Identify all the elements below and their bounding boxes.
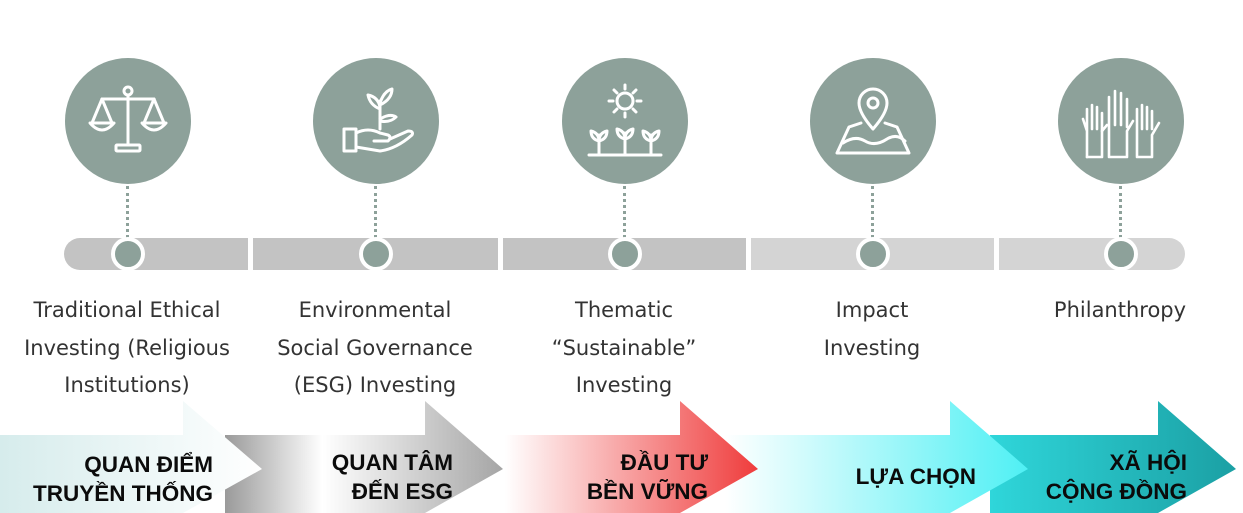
arrow-shape-5 xyxy=(990,401,1236,513)
stage-3-icon-circle xyxy=(562,58,688,184)
sun-plants-icon xyxy=(587,83,663,157)
raised-hands-icon xyxy=(1081,89,1161,159)
arrow-4-text: LỰA CHỌN xyxy=(855,464,976,489)
arrow-band xyxy=(0,401,1236,513)
arrow-shape-2 xyxy=(225,401,503,513)
timeline-bar-segment-1 xyxy=(64,238,248,270)
timeline-node-4 xyxy=(856,237,890,271)
connector-4 xyxy=(871,186,874,238)
stage-5-label: Philanthropy xyxy=(1053,298,1187,322)
scales-icon xyxy=(88,85,168,153)
timeline-node-1 xyxy=(111,237,145,271)
hand-sprout-icon xyxy=(342,87,414,153)
arrow-5-text: XÃ HỘI CỘNG ĐỒNG xyxy=(1045,450,1187,504)
stage-4-label: Impact Investing xyxy=(823,298,921,360)
connector-5 xyxy=(1119,186,1122,238)
timeline-node-2 xyxy=(359,237,393,271)
stage-4-icon-circle xyxy=(810,58,936,184)
arrow-shape-3 xyxy=(505,401,758,513)
connector-1 xyxy=(126,186,129,238)
arrow-shape-4 xyxy=(725,401,1028,513)
timeline-bar-segment-5 xyxy=(999,238,1185,270)
arrow-shape-1 xyxy=(0,401,262,513)
map-pin-icon xyxy=(835,87,911,155)
arrow-1-text: QUAN ĐIỂM TRUYỀN THỐNG xyxy=(33,452,213,506)
arrow-2-text: QUAN TÂM ĐẾN ESG xyxy=(331,450,453,504)
timeline-node-3 xyxy=(608,237,642,271)
stage-5-icon-circle xyxy=(1058,58,1184,184)
arrow-3-text: ĐẦU TƯ BỀN VỮNG xyxy=(586,450,708,504)
stage-2-label: Environmental Social Governance (ESG) In… xyxy=(277,298,473,397)
stage-3-label: Thematic “Sustainable” Investing xyxy=(551,298,697,397)
connector-3 xyxy=(623,186,626,238)
stage-1-label: Traditional Ethical Investing (Religious… xyxy=(24,298,230,397)
stage-2-icon-circle xyxy=(313,58,439,184)
stage-1-icon-circle xyxy=(65,58,191,184)
connector-2 xyxy=(374,186,377,238)
timeline-node-5 xyxy=(1104,237,1138,271)
